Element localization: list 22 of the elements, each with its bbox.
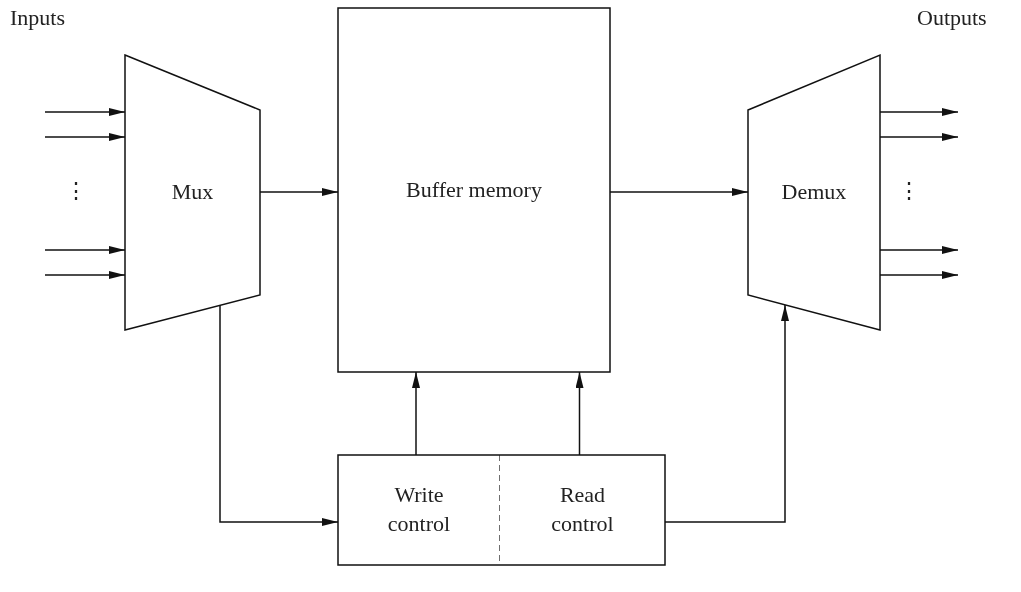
arrow — [44, 271, 126, 279]
output-label: Outputs — [917, 5, 987, 31]
control-block — [338, 455, 500, 565]
input-label: Inputs — [10, 5, 65, 31]
block-label: Mux — [171, 178, 214, 207]
ellipsis: ⋮ — [898, 178, 920, 204]
demux-trapezoid — [748, 55, 880, 330]
arrow — [664, 304, 789, 523]
memory-block — [338, 8, 610, 372]
arrow — [44, 108, 126, 116]
mux-trapezoid — [125, 55, 260, 330]
control-block — [500, 455, 665, 565]
arrow — [219, 304, 339, 526]
block-label: Write control — [386, 481, 452, 538]
arrow — [412, 371, 420, 456]
arrow — [44, 133, 126, 141]
block-label: Buffer memory — [406, 175, 542, 204]
ellipsis: ⋮ — [65, 178, 87, 204]
block-label: Read control — [550, 481, 615, 538]
arrow — [575, 371, 584, 456]
block-label: Demux — [781, 178, 847, 207]
arrow — [44, 246, 126, 254]
